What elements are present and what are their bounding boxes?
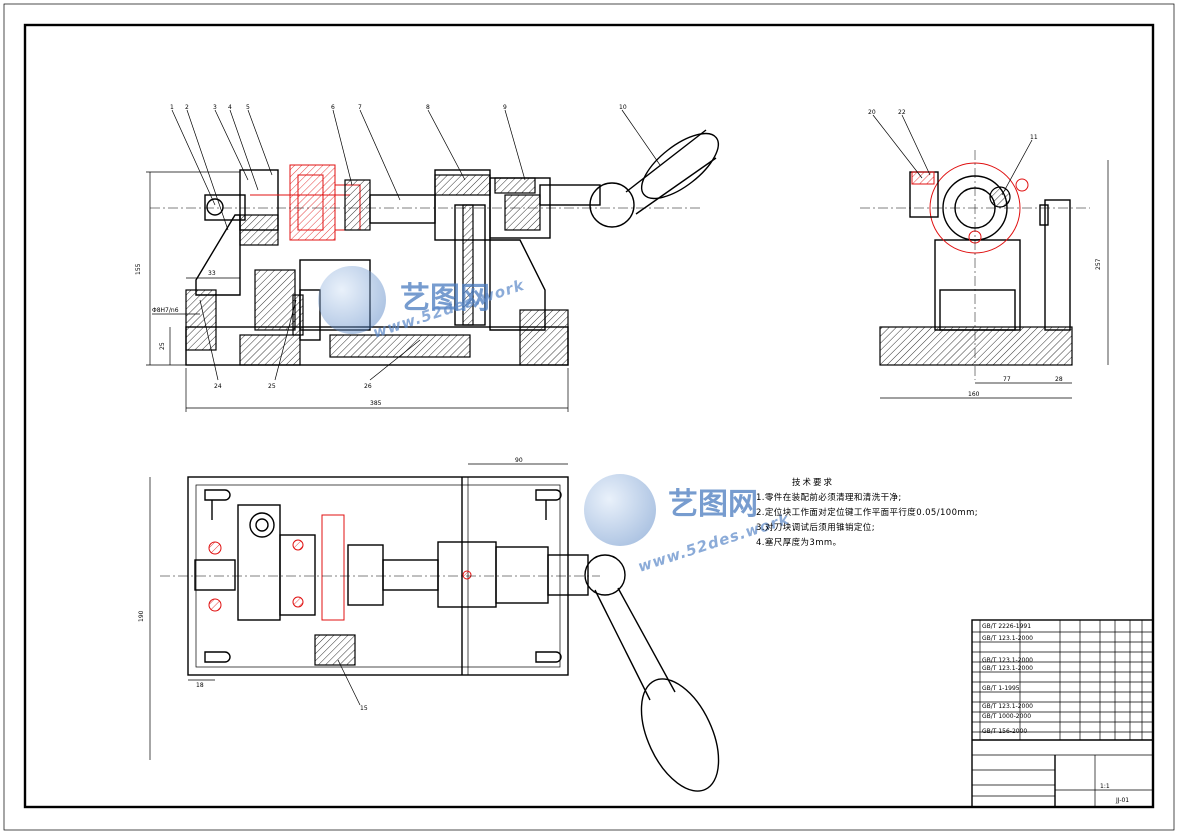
dim-top-slot: 18: [196, 682, 204, 689]
balloon-26: 26: [364, 383, 372, 390]
balloon-20: 20: [868, 109, 876, 116]
balloon-3: 3: [213, 104, 217, 111]
balloon-11: 11: [1030, 134, 1038, 141]
dim-side-height: 257: [1095, 258, 1102, 270]
watermark-2-name: 艺图网: [668, 487, 758, 522]
balloon-25: 25: [268, 383, 276, 390]
balloon-2: 2: [185, 104, 189, 111]
balloon-10: 10: [619, 104, 627, 111]
dim-front-base: 25: [159, 342, 166, 350]
tb-std-2: GB/T 123.1-2000: [982, 657, 1033, 664]
tb-std-3: GB/T 123.1-2000: [982, 665, 1033, 672]
dim-side-width: 160: [968, 391, 980, 398]
dim-front-height: 155: [135, 263, 142, 275]
balloon-5: 5: [246, 104, 250, 111]
balloon-7: 7: [358, 104, 362, 111]
top-view: 190 90 18 15: [138, 457, 720, 792]
dim-front-length: 385: [370, 400, 382, 407]
watermark-1-name: 艺图网: [400, 281, 490, 316]
balloon-15: 15: [360, 705, 368, 712]
tb-std-4: GB/T 1-1995: [982, 685, 1020, 692]
tb-scale: 1:1: [1100, 783, 1110, 790]
balloon-4: 4: [228, 104, 232, 111]
dim-top-depth: 190: [138, 610, 145, 622]
tb-std-5: GB/T 123.1-2000: [982, 703, 1033, 710]
tb-std-0: GB/T 2226-1991: [982, 623, 1031, 630]
dim-front-offset: 33: [208, 270, 216, 277]
dim-side-right: 28: [1055, 376, 1063, 383]
front-view: 385 155 33 25 Φ8H7/n6 1 2 3 4 5 6 7 8 9 …: [135, 104, 719, 412]
balloon-8: 8: [426, 104, 430, 111]
tb-std-6: GB/T 1000-2000: [982, 713, 1031, 720]
requirement-4: 4.塞尺厚度为3mm。: [756, 538, 842, 548]
technical-requirements-title: 技术要求: [792, 478, 835, 488]
dim-front-fit: Φ8H7/n6: [152, 307, 179, 314]
tb-drawing-no: JJ-01: [1115, 797, 1129, 804]
tb-std-7: GB/T 156-2000: [982, 728, 1027, 735]
dim-top-width: 90: [515, 457, 523, 464]
technical-requirements: 技术要求 1.零件在装配前必须清理和清洗干净; 2.定位块工作面对定位键工作平面…: [756, 476, 978, 551]
balloon-22: 22: [898, 109, 906, 116]
requirement-3: 3.对刀块调试后须用锥销定位;: [756, 523, 875, 533]
requirement-2: 2.定位块工作面对定位键工作平面平行度0.05/100mm;: [756, 508, 979, 518]
balloon-1: 1: [170, 104, 174, 111]
title-block: GB/T 2226-1991 GB/T 123.1-2000 GB/T 123.…: [971, 619, 1154, 808]
side-view: 160 257 77 28 20 22 11: [860, 109, 1109, 399]
balloon-24: 24: [214, 383, 222, 390]
requirement-1: 1.零件在装配前必须清理和清洗干净;: [756, 493, 902, 503]
outer-frame: [3, 3, 1175, 831]
tb-std-1: GB/T 123.1-2000: [982, 635, 1033, 642]
dim-side-center: 77: [1003, 376, 1011, 383]
balloon-9: 9: [503, 104, 507, 111]
balloon-6: 6: [331, 104, 335, 111]
inner-frame: [23, 23, 1155, 809]
